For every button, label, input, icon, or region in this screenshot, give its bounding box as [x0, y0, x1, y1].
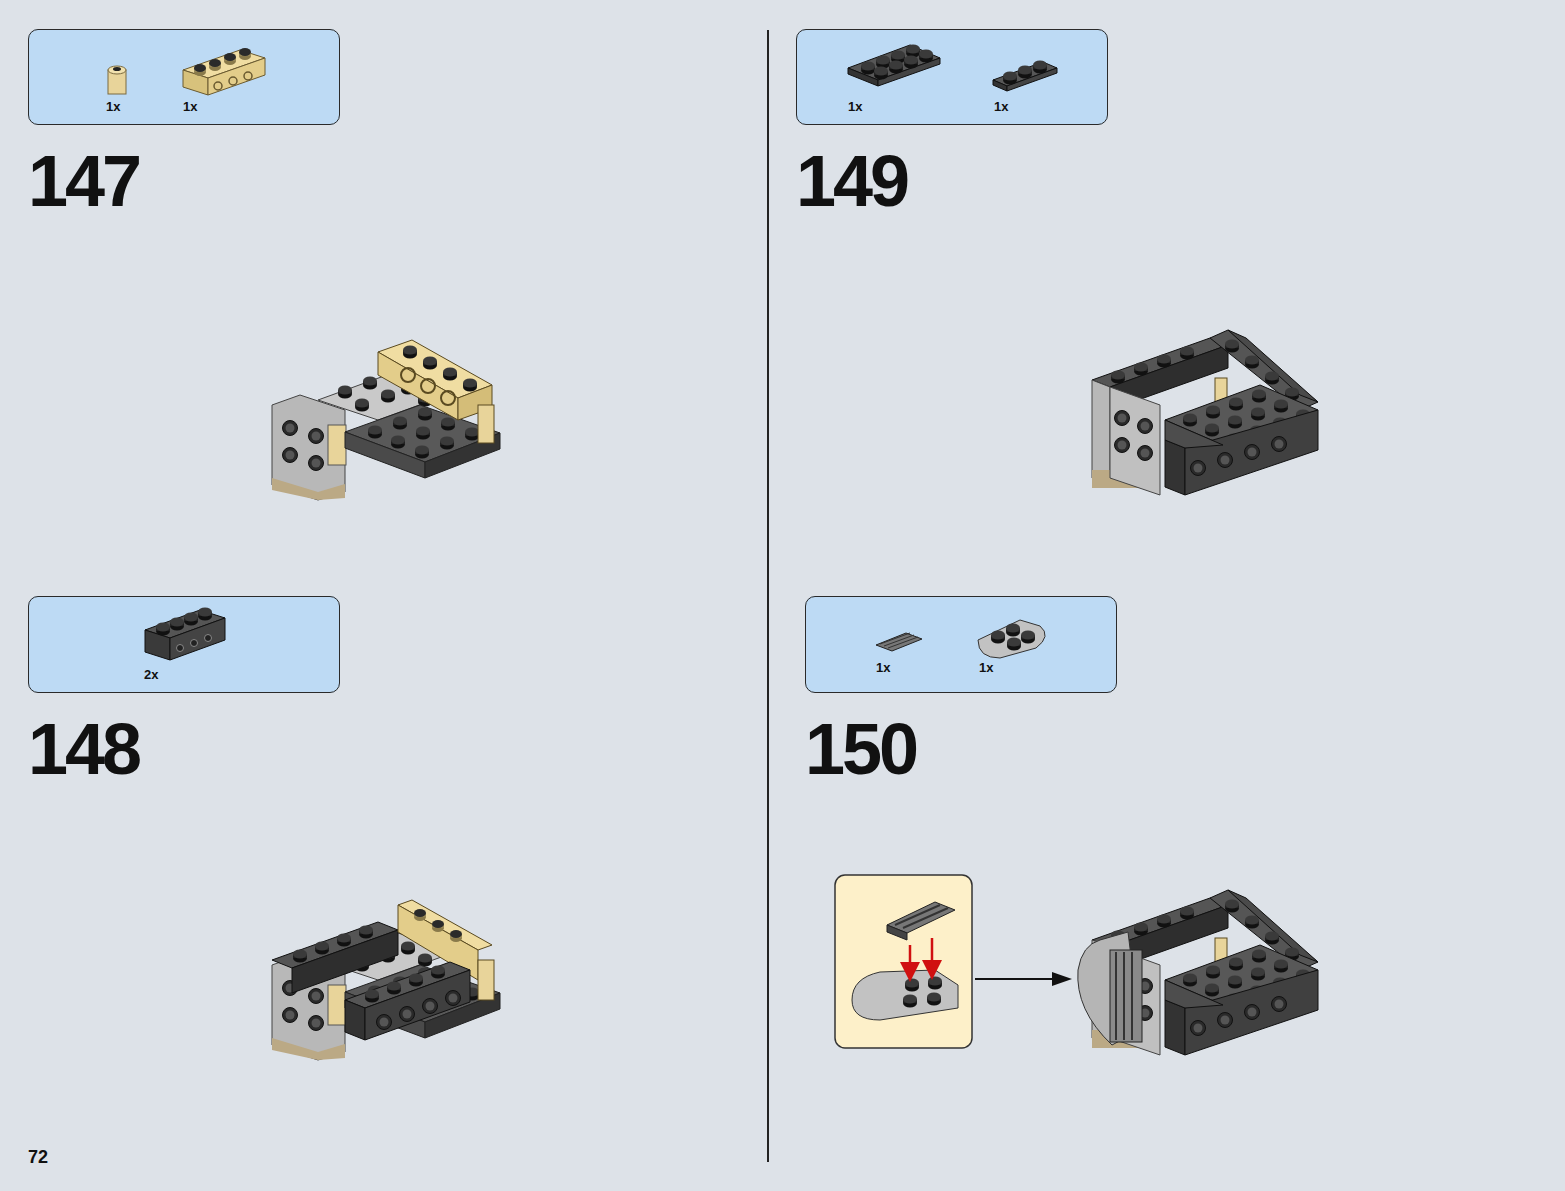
part-quantity: 1x: [106, 99, 120, 114]
step-number: 148: [28, 713, 139, 785]
step-number: 149: [796, 145, 907, 217]
parts-box: 1x 1x: [805, 596, 1117, 693]
part-quantity: 2x: [144, 667, 158, 682]
parts-box: 1x 1x: [28, 29, 340, 125]
part-quantity: 1x: [183, 99, 197, 114]
page-number: 72: [28, 1148, 48, 1166]
step-number: 147: [28, 145, 139, 217]
part-quantity: 1x: [994, 99, 1008, 114]
part-quantity: 1x: [876, 660, 890, 675]
part-quantity: 1x: [979, 660, 993, 675]
step-number: 150: [805, 713, 916, 785]
parts-box: 2x: [28, 596, 340, 693]
parts-box: 1x 1x: [796, 29, 1108, 125]
part-quantity: 1x: [848, 99, 862, 114]
